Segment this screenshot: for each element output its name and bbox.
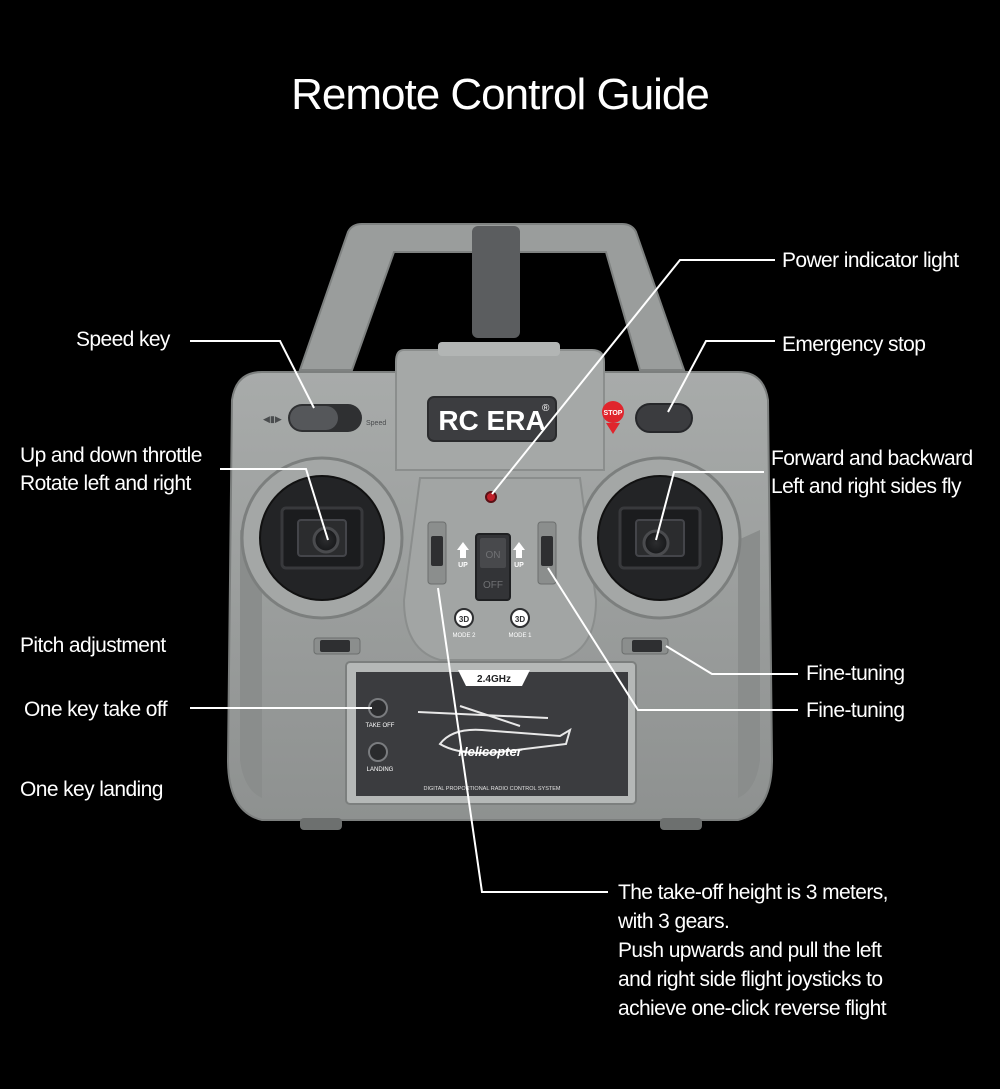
note-line-4: and right side flight joysticks to <box>618 968 883 991</box>
label-throttle-2: Rotate left and right <box>20 472 191 495</box>
note-line-2: with 3 gears. <box>618 910 730 933</box>
landing-button-label: LANDING <box>367 767 394 773</box>
left-joystick[interactable] <box>312 526 340 554</box>
center-top-ridge <box>438 342 560 356</box>
helicopter-text: Helicopter <box>458 744 523 759</box>
note-line-5: achieve one-click reverse flight <box>618 997 887 1020</box>
emergency-stop-button[interactable] <box>635 403 693 433</box>
callout-throttle <box>220 468 329 541</box>
stop-icon <box>602 401 624 423</box>
callout-lines <box>190 259 798 893</box>
label-speed-key: Speed key <box>76 328 170 351</box>
power-indicator-light <box>485 491 497 503</box>
brand-logo <box>427 396 557 442</box>
label-throttle-1: Up and down throttle <box>20 444 202 467</box>
note-line-1: The take-off height is 3 meters, <box>618 881 888 904</box>
freq-badge: 2.4GHz <box>477 674 511 685</box>
right-vertical-trim[interactable] <box>541 536 553 566</box>
up-label-right: UP <box>514 562 524 569</box>
stop-arrow-icon <box>606 423 620 434</box>
right-horizontal-trim[interactable] <box>632 640 662 652</box>
switch-on-label: ON <box>486 550 501 561</box>
note-line-3: Push upwards and pull the left <box>618 939 882 962</box>
stop-label: STOP <box>604 410 623 417</box>
callout-finetune1 <box>665 645 798 675</box>
page-title: Remote Control Guide <box>291 70 710 119</box>
mode1-3d-icon <box>510 608 530 628</box>
landing-button[interactable] <box>368 742 388 762</box>
label-finetune-1: Fine-tuning <box>806 662 905 685</box>
freq-badge-shape <box>458 670 530 686</box>
left-horizontal-trim[interactable] <box>320 640 350 652</box>
speed-icon: ◀▮▶ <box>263 414 282 424</box>
callout-power-light <box>491 259 775 495</box>
up-label-left: UP <box>458 562 468 569</box>
label-forward-2: Left and right sides fly <box>771 475 961 498</box>
callout-note <box>437 587 608 893</box>
switch-off-label: OFF <box>483 580 503 591</box>
label-emergency: Emergency stop <box>782 333 926 356</box>
left-vertical-trim[interactable] <box>431 536 443 566</box>
up-arrow-icon-left <box>457 542 469 558</box>
mode2-3d-text: 3D <box>459 615 469 624</box>
up-arrow-icon-right <box>513 542 525 558</box>
takeoff-note: The take-off height is 3 meters, with 3 … <box>618 878 888 1023</box>
right-grip <box>738 530 760 798</box>
power-switch-knob <box>480 538 506 568</box>
callout-finetune2 <box>547 567 798 711</box>
mode1-3d-text: 3D <box>515 615 525 624</box>
speed-label: Speed <box>366 420 386 427</box>
speed-key-slider <box>290 406 338 430</box>
mode2-3d-icon <box>454 608 474 628</box>
mode2-label: MODE 2 <box>452 633 476 639</box>
system-text: DIGITAL PROPORTIONAL RADIO CONTROL SYSTE… <box>423 786 560 792</box>
foot-right <box>660 818 702 830</box>
label-forward-1: Forward and backward <box>771 447 973 470</box>
callout-forward <box>655 471 764 541</box>
label-pitch: Pitch adjustment <box>20 634 166 657</box>
bottom-panel-left <box>356 672 408 796</box>
foot-left <box>300 818 342 830</box>
bottom-panel-display <box>408 672 628 796</box>
label-finetune-2: Fine-tuning <box>806 699 905 722</box>
label-power-light: Power indicator light <box>782 249 959 272</box>
helicopter-icon <box>417 705 572 754</box>
callout-speed-key <box>190 340 315 409</box>
right-joystick[interactable] <box>642 529 670 557</box>
label-takeoff: One key take off <box>24 698 168 721</box>
mode1-label: MODE 1 <box>508 633 532 639</box>
antenna <box>472 226 520 338</box>
carry-handle <box>298 223 686 371</box>
registered-mark: ® <box>542 403 550 414</box>
label-landing: One key landing <box>20 778 163 801</box>
left-grip <box>240 530 262 798</box>
brand-logo-text: RC ERA <box>438 405 545 436</box>
takeoff-button-label: TAKE OFF <box>366 723 395 729</box>
callout-emergency <box>667 340 775 413</box>
